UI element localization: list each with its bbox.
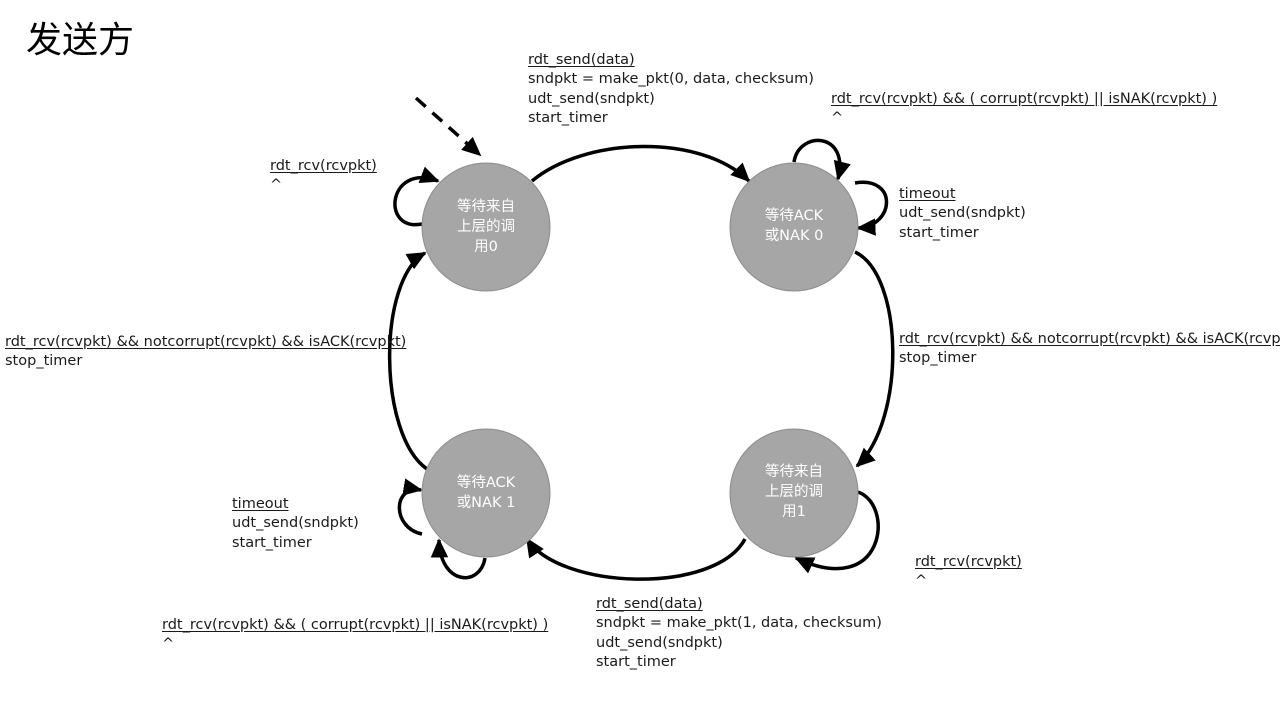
state-label-line: 上层的调 (765, 484, 823, 500)
transition-send-1-label: rdt_send(data) sndpkt = make_pkt(1, data… (596, 595, 882, 673)
transition-action: sndpkt = make_pkt(0, data, checksum) (528, 71, 814, 88)
transition-event: rdt_rcv(rcvpkt) && notcorrupt(rcvpkt) &&… (899, 331, 1280, 347)
loop-ack0-timeout (854, 180, 889, 236)
transition-action: udt_send(sndpkt) (528, 90, 655, 107)
loop-ack0-corrupt (792, 138, 851, 181)
transition-action: ^ (270, 177, 283, 194)
transition-action: start_timer (899, 224, 979, 241)
state-wait-ack-1-label: 等待ACK 或NAK 1 (431, 473, 541, 513)
transition-event: rdt_send(data) (528, 52, 635, 68)
transition-action: udt_send(sndpkt) (232, 515, 359, 532)
loop-self-call-1 (794, 490, 880, 574)
transition-send-0-label: rdt_send(data) sndpkt = make_pkt(0, data… (528, 51, 814, 129)
transition-action: ^ (162, 636, 175, 653)
state-label-line: 等待来自 (457, 199, 515, 215)
state-label-line: 等待ACK (456, 475, 516, 491)
state-label-line: 等待来自 (765, 464, 823, 480)
state-wait-call-0 (421, 162, 551, 292)
transition-self-call-1-label: rdt_rcv(rcvpkt) ^ (915, 553, 1022, 592)
state-label-line: 上层的调 (457, 219, 515, 235)
transition-ack1-ok-label: rdt_rcv(rcvpkt) && notcorrupt(rcvpkt) &&… (5, 333, 406, 372)
state-label-line: 或NAK 0 (764, 228, 824, 244)
transition-action: udt_send(sndpkt) (596, 634, 723, 651)
state-wait-ack-0 (729, 162, 859, 292)
state-label-line: 用0 (474, 239, 498, 255)
transition-event: rdt_rcv(rcvpkt) && ( corrupt(rcvpkt) || … (162, 617, 549, 633)
state-wait-call-0-label: 等待来自 上层的调 用0 (431, 197, 541, 257)
transition-event: timeout (232, 496, 289, 512)
transition-action: ^ (831, 110, 844, 127)
state-label-line: 或NAK 1 (456, 495, 516, 511)
transition-event: timeout (899, 186, 956, 202)
page-title: 发送方 (26, 20, 135, 61)
transition-self-call-0-label: rdt_rcv(rcvpkt) ^ (270, 157, 377, 196)
transition-action: start_timer (232, 534, 312, 551)
state-wait-call-1-label: 等待来自 上层的调 用1 (739, 462, 849, 522)
state-wait-ack-0-label: 等待ACK 或NAK 0 (739, 206, 849, 246)
edge-send-0 (530, 144, 751, 183)
loop-ack1-timeout (397, 478, 423, 536)
transition-ack0-timeout-label: timeout udt_send(sndpkt) start_timer (899, 185, 1026, 243)
loop-ack1-corrupt (430, 538, 487, 580)
transition-ack1-corrupt-label: rdt_rcv(rcvpkt) && ( corrupt(rcvpkt) || … (162, 616, 548, 655)
transition-action: ^ (915, 573, 928, 590)
transition-action: stop_timer (899, 350, 977, 367)
transition-action: start_timer (596, 654, 676, 671)
edge-send-1 (525, 537, 747, 581)
transition-action: sndpkt = make_pkt(1, data, checksum) (596, 615, 882, 632)
transition-event: rdt_rcv(rcvpkt) && ( corrupt(rcvpkt) || … (831, 91, 1218, 107)
edge-ack0-ok (854, 250, 895, 468)
state-wait-ack-1 (421, 428, 551, 558)
transition-ack0-corrupt-label: rdt_rcv(rcvpkt) && ( corrupt(rcvpkt) || … (831, 90, 1217, 129)
edge-ack1-ok (387, 251, 429, 471)
state-label-line: 等待ACK (764, 208, 824, 224)
state-label-line: 用1 (782, 504, 806, 520)
transition-action: udt_send(sndpkt) (899, 205, 1026, 222)
state-wait-call-1 (729, 428, 859, 558)
transition-action: stop_timer (5, 353, 83, 370)
transition-ack0-ok-label: rdt_rcv(rcvpkt) && notcorrupt(rcvpkt) &&… (899, 330, 1280, 369)
transition-event: rdt_send(data) (596, 596, 703, 612)
transition-event: rdt_rcv(rcvpkt) && notcorrupt(rcvpkt) &&… (5, 334, 407, 350)
transition-event: rdt_rcv(rcvpkt) (270, 158, 377, 174)
transition-event: rdt_rcv(rcvpkt) (915, 554, 1022, 570)
transition-action: start_timer (528, 110, 608, 127)
loop-self-call-0 (393, 166, 440, 227)
initial-state-arrow (414, 96, 482, 157)
transition-ack1-timeout-label: timeout udt_send(sndpkt) start_timer (232, 495, 359, 553)
